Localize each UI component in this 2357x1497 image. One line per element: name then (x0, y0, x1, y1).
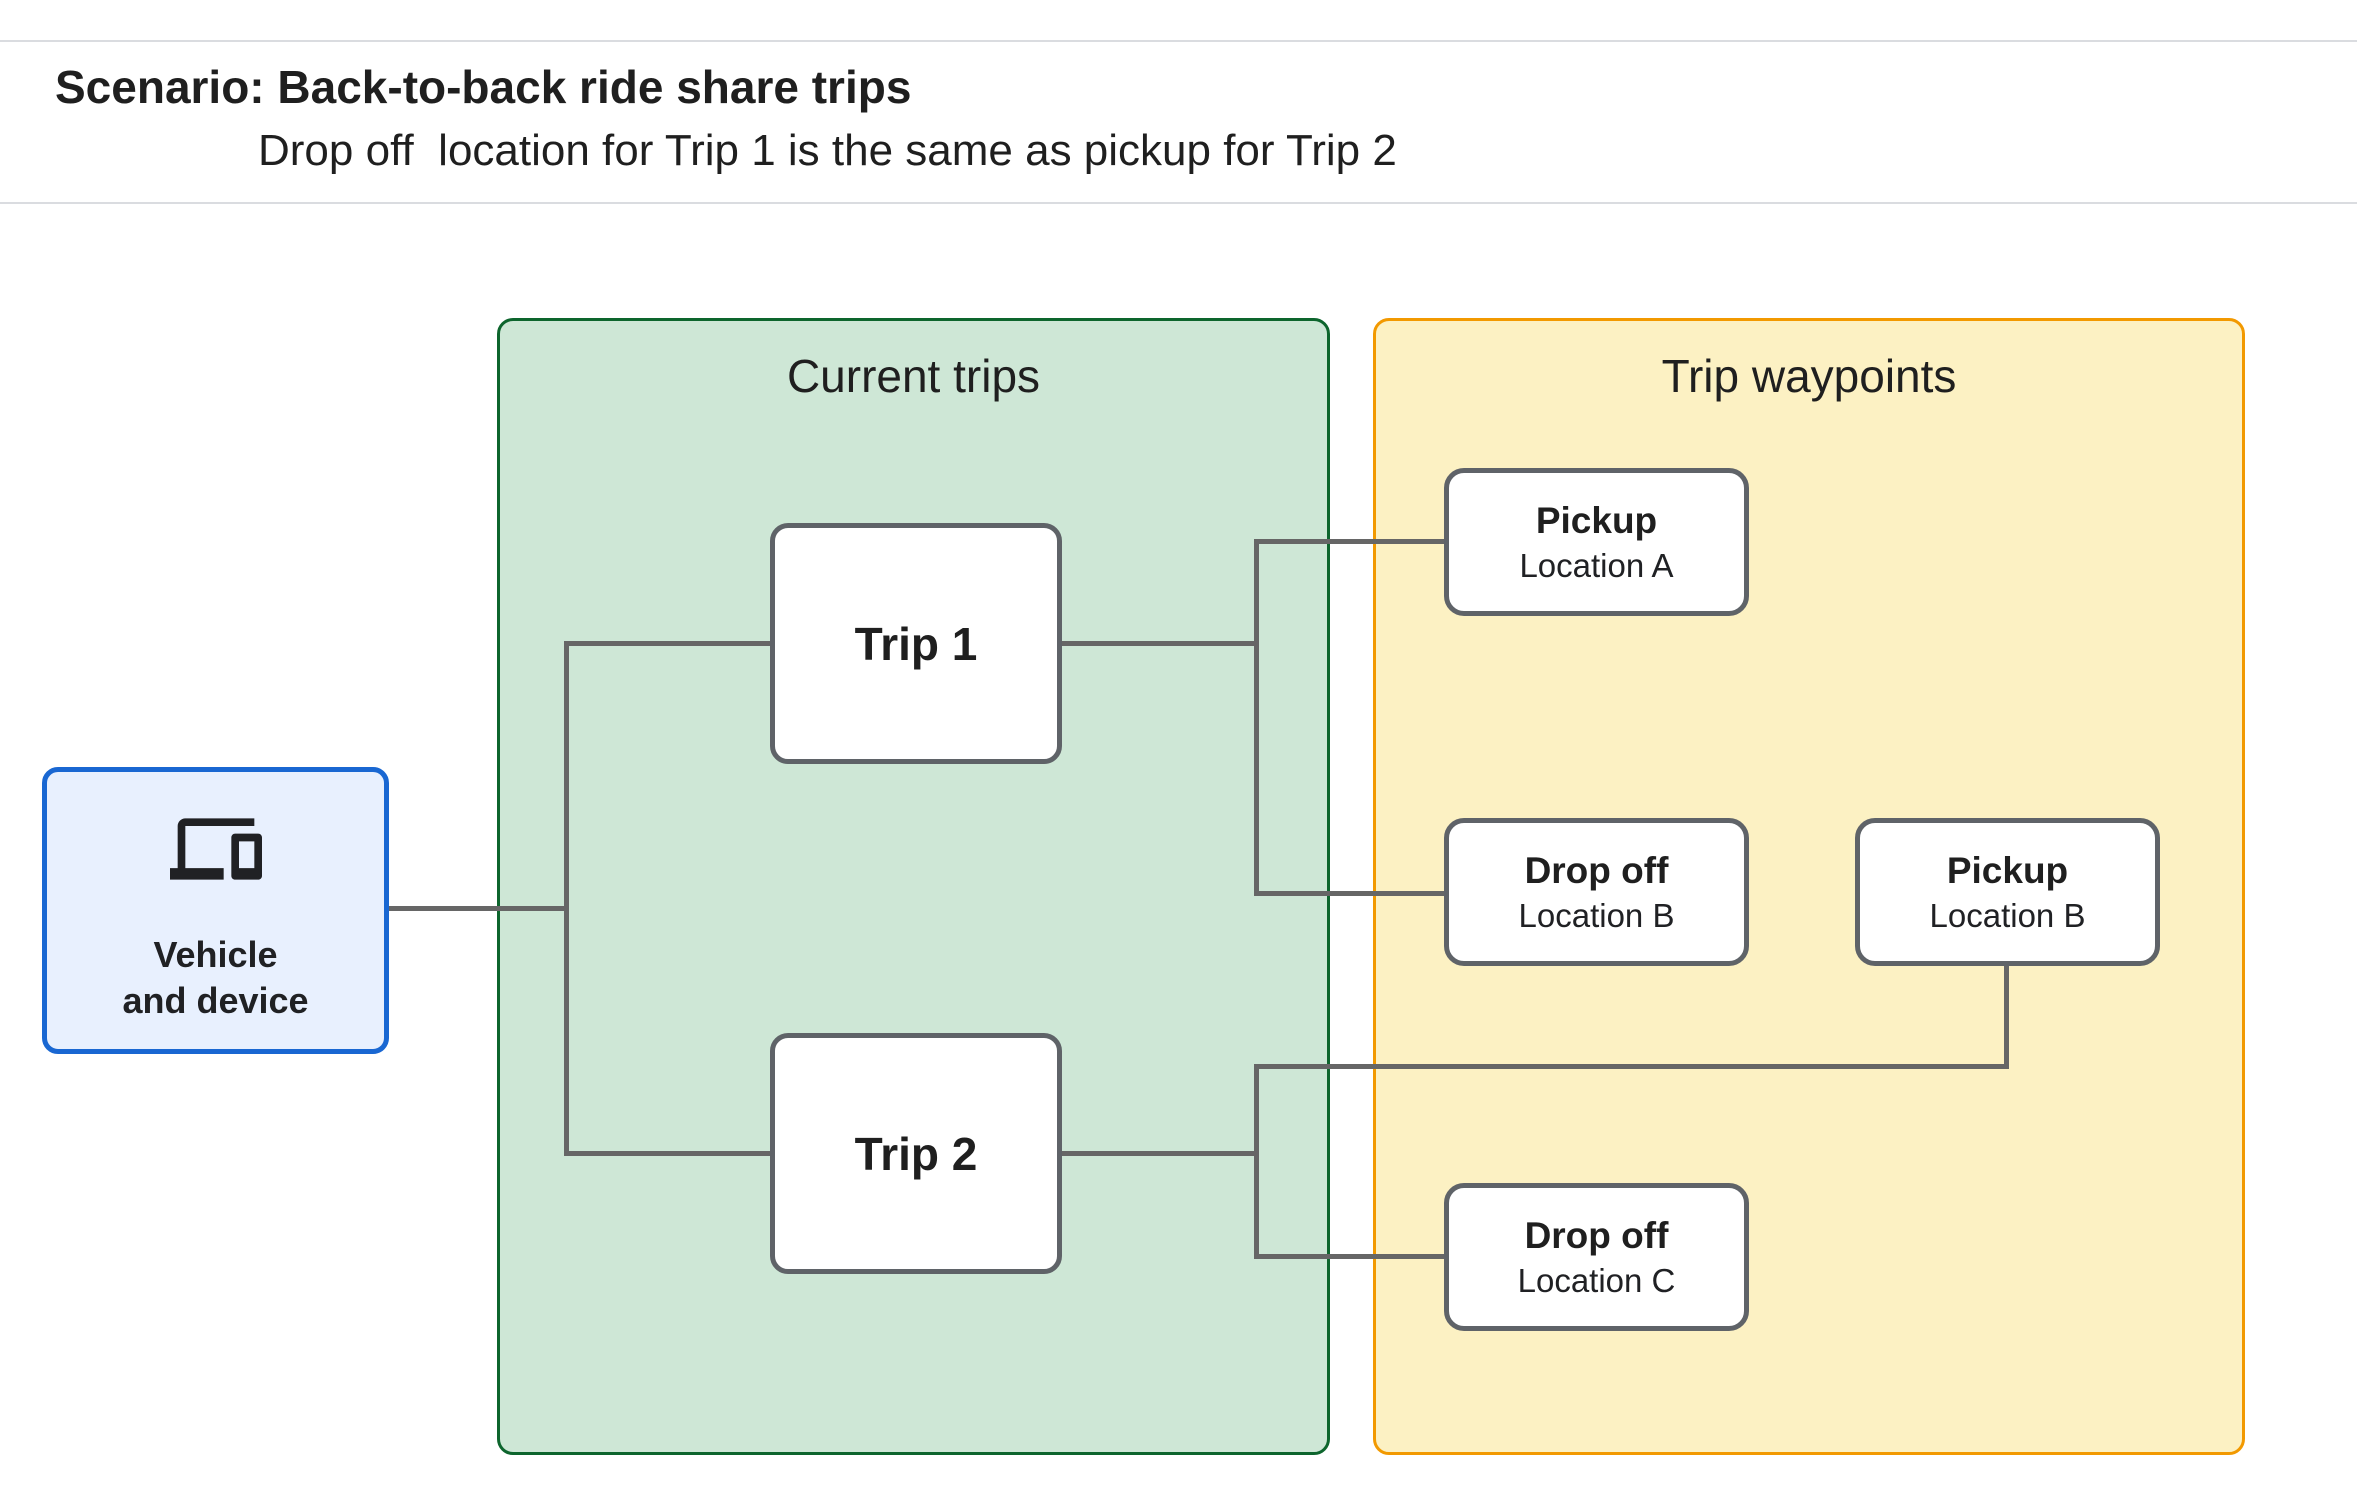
waypoint-location-label: Location B (1518, 896, 1675, 934)
top-divider (0, 40, 2357, 42)
current-trips-panel: Current trips (497, 318, 1330, 1455)
connector-trip1-vertical (1254, 539, 1259, 896)
connector-trip1-out (1057, 641, 1259, 646)
connector-trip2-vertical (1254, 1064, 1259, 1259)
connector-pickup-b-stub (2004, 964, 2009, 1069)
waypoint-location-label: Location C (1517, 1261, 1676, 1299)
waypoint-type-label: Drop off (1524, 850, 1669, 892)
connector-trip2-to-dropoff-c (1254, 1254, 1446, 1259)
waypoint-location-label: Location B (1929, 896, 2086, 934)
waypoint-pickup-location-a: Pickup Location A (1444, 468, 1749, 616)
connector-pickup-b-horizontal (1254, 1064, 2009, 1069)
trip-1-label: Trip 1 (854, 617, 978, 670)
connector-vehicle-to-split (388, 906, 568, 911)
current-trips-title: Current trips (786, 350, 1041, 402)
trip-2-label: Trip 2 (854, 1127, 978, 1180)
page-subtitle: Drop off location for Trip 1 is the same… (258, 126, 1397, 175)
connector-trip2-out (1057, 1151, 1259, 1156)
devices-icon (169, 814, 262, 884)
waypoint-pickup-location-b: Pickup Location B (1855, 818, 2160, 966)
connector-split-to-trip2 (564, 1151, 772, 1156)
waypoint-type-label: Pickup (1535, 500, 1658, 542)
connector-split-to-trip1 (564, 641, 772, 646)
header-divider (0, 202, 2357, 204)
vehicle-node-label: Vehicle and device (122, 934, 309, 1022)
waypoint-dropoff-location-b: Drop off Location B (1444, 818, 1749, 966)
connector-split-vertical (564, 641, 569, 1156)
vehicle-and-device-node: Vehicle and device (42, 767, 389, 1054)
trip-2-node: Trip 2 (770, 1033, 1062, 1274)
waypoint-type-label: Pickup (1946, 850, 2069, 892)
connector-trip1-to-dropoff-b (1254, 891, 1446, 896)
connector-trip1-to-pickup-a (1254, 539, 1446, 544)
trip-1-node: Trip 1 (770, 523, 1062, 764)
waypoint-dropoff-location-c: Drop off Location C (1444, 1183, 1749, 1331)
waypoint-type-label: Drop off (1524, 1215, 1669, 1257)
page-title: Scenario: Back-to-back ride share trips (55, 61, 912, 113)
waypoint-location-label: Location A (1519, 546, 1674, 584)
trip-waypoints-title: Trip waypoints (1661, 350, 1957, 402)
